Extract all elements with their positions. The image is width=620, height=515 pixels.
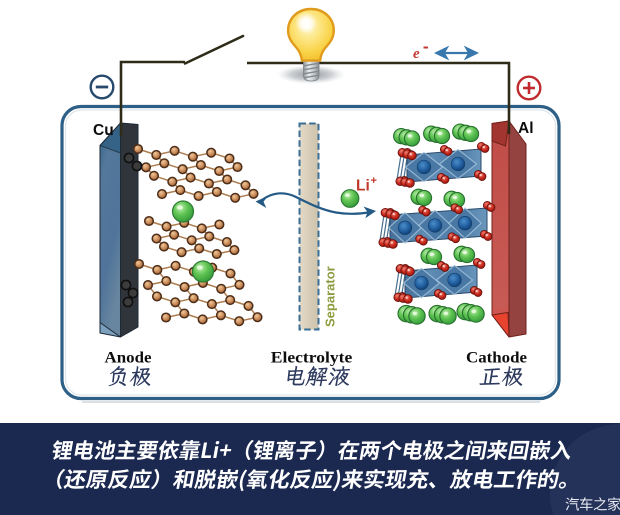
- svg-text:Li: Li: [356, 178, 370, 195]
- svg-text:Anode: Anode: [105, 350, 152, 367]
- svg-text:Cu: Cu: [93, 122, 114, 139]
- svg-text:e: e: [413, 46, 420, 62]
- svg-text:Electrolyte: Electrolyte: [271, 350, 353, 367]
- svg-text:+: +: [371, 175, 377, 187]
- svg-text:Al: Al: [518, 120, 534, 137]
- svg-text:Separator: Separator: [323, 266, 338, 327]
- svg-text:Cathode: Cathode: [466, 350, 527, 367]
